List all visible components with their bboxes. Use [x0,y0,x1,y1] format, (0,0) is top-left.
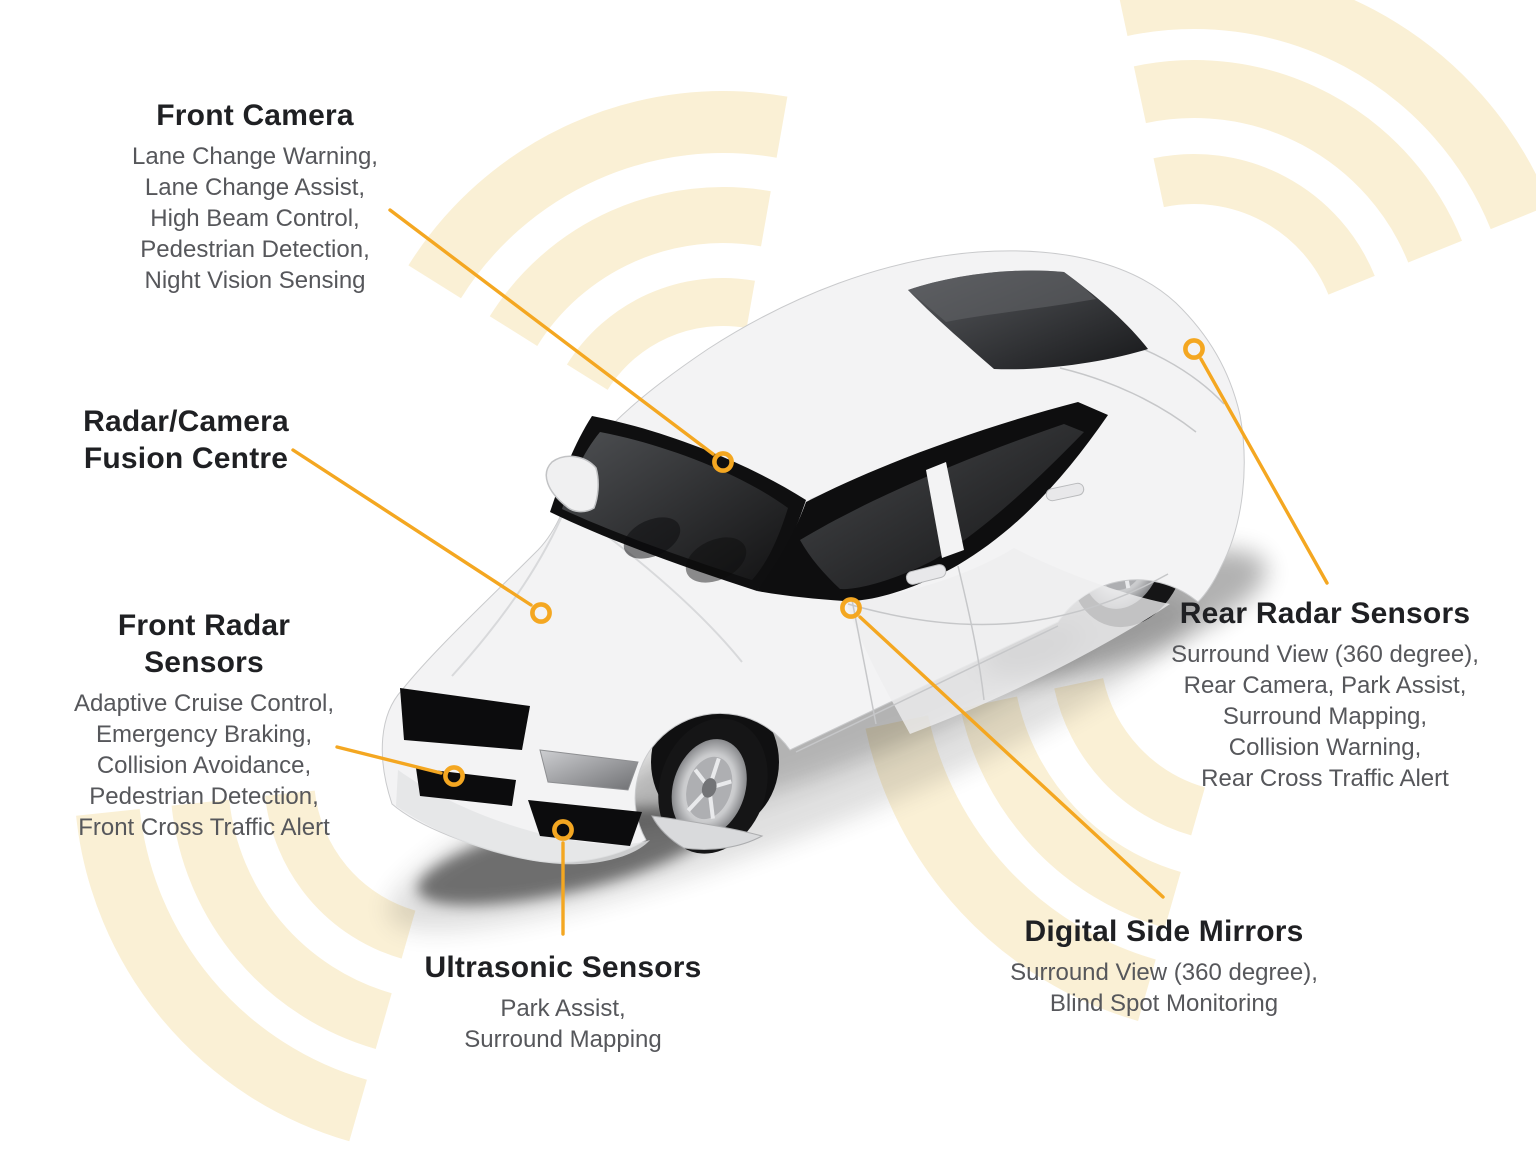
callout-front-camera: Front Camera Lane Change Warning,Lane Ch… [75,97,435,296]
feature-line: Night Vision Sensing [144,267,366,294]
front-door-handle [905,564,947,585]
connector-front-radar [335,745,443,775]
callout-title: Digital Side Mirrors [1024,915,1304,948]
callout-ultrasonic-sensors: Ultrasonic Sensors Park Assist, Surround … [393,949,733,1055]
marker-front-radar [443,765,465,787]
callout-title: Front Radar Sensors [117,609,291,679]
connector-front-camera [388,208,715,456]
callout-digital-side-mirrors: Digital Side Mirrors Surround View (360 … [979,913,1349,1019]
marker-ultrasonic [552,819,574,841]
callout-connectors [291,208,1329,936]
callout-front-radar-sensors: Front Radar Sensors Adaptive Cruise Cont… [49,607,359,843]
callout-radar-camera-fusion-centre: Radar/Camera Fusion Centre [71,403,301,477]
radar-wave-front-bumper [76,789,416,1142]
bumper-trim [651,815,764,850]
feature-line: Adaptive Cruise Control, [73,690,335,717]
callout-features: Surround View (360 degree), Rear Camera, … [1155,639,1495,794]
callout-title: Rear Radar Sensors [1179,597,1471,630]
b-pillar [926,462,964,558]
bumper-shade [396,770,650,865]
callout-features: Adaptive Cruise Control, Emergency Brakin… [49,688,359,843]
feature-line: Pedestrian Detection, [140,236,370,263]
feature-line: Pedestrian Detection, [89,783,319,810]
windshield-glass [562,432,788,580]
feature-line: Rear Camera, Park Assist, [1183,672,1467,699]
callout-title: Front Camera [156,99,354,132]
lower-grille-bar [416,768,516,806]
feature-line: Surround View (360 degree), [1171,641,1479,668]
roof-highlight [908,270,1096,322]
callout-title: Radar/Camera Fusion Centre [83,405,289,475]
callout-features: Lane Change Warning, Lane Change Assist, H… [75,141,435,296]
feature-line: Surround Mapping [464,1026,662,1053]
cabin-interior [623,517,747,583]
marker-front-camera [712,451,734,473]
connector-fusion-centre [291,448,533,607]
radar-wave-rear [1119,0,1536,296]
feature-line: Lane Change Warning, [132,143,378,170]
rear-door-handle [1045,482,1085,502]
door-panel-shade [846,548,1170,734]
feature-line: High Beam Control, [150,205,360,232]
marker-digital-mirrors [840,597,862,619]
headlight [539,749,639,791]
feature-line: Emergency Braking, [95,721,313,748]
feature-line: Front Cross Traffic Alert [78,814,330,841]
sensor-markers [443,338,1205,841]
feature-line: Lane Change Assist, [144,174,366,201]
connector-digital-mirrors [858,615,1165,899]
feature-line: Collision Warning, [1228,734,1422,761]
feature-line: Blind Spot Monitoring [1049,990,1279,1017]
side-mirror [545,455,599,513]
marker-rear-radar [1183,338,1205,360]
marker-fusion-centre [530,602,552,624]
feature-line: Park Assist, [500,995,626,1022]
feature-line: Surround View (360 degree), [1010,959,1318,986]
grille [400,688,530,750]
front-wheel [658,718,768,854]
callout-features: Park Assist, Surround Mapping [393,993,733,1055]
callout-rear-radar-sensors: Rear Radar Sensors Surround View (360 de… [1155,595,1495,794]
callout-features: Surround View (360 degree), Blind Spot Mo… [979,957,1349,1019]
radar-wave-front-camera [408,91,788,391]
callout-title: Ultrasonic Sensors [424,951,702,984]
car [381,250,1245,865]
feature-line: Rear Cross Traffic Alert [1201,765,1449,792]
connector-rear-radar [1199,357,1329,585]
feature-line: Surround Mapping, [1222,703,1428,730]
feature-line: Collision Avoidance, [96,752,312,779]
